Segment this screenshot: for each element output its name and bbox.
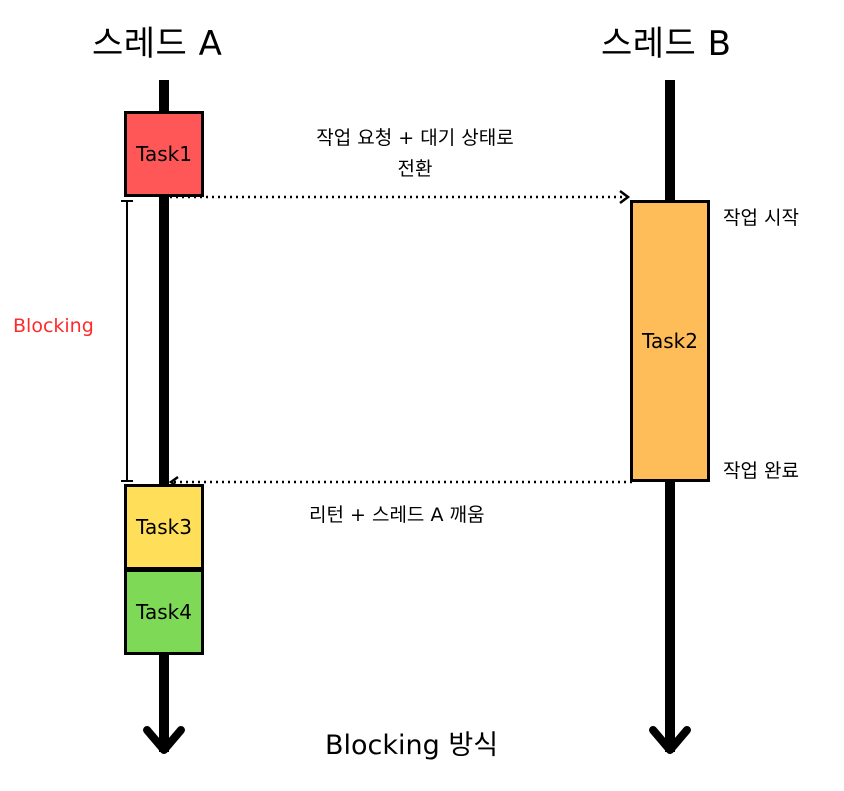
thread-a-lifeline bbox=[159, 80, 169, 752]
request-message-line1: 작업 요청 + 대기 상태로 bbox=[316, 127, 514, 149]
task3-box: Task3 bbox=[124, 484, 204, 570]
request-message-line2: 전환 bbox=[397, 158, 433, 180]
thread-b-arrowhead bbox=[649, 726, 691, 754]
task3-label: Task3 bbox=[136, 515, 192, 539]
thread-a-title: 스레드 A bbox=[92, 24, 223, 64]
return-message: 리턴 + 스레드 A 깨움 bbox=[309, 504, 485, 526]
work-done-label: 작업 완료 bbox=[723, 460, 799, 482]
thread-b-title: 스레드 B bbox=[601, 24, 732, 64]
work-start-label: 작업 시작 bbox=[723, 207, 799, 229]
task2-box: Task2 bbox=[630, 200, 710, 482]
thread-a-arrowhead bbox=[143, 726, 185, 754]
request-arrow-head bbox=[619, 190, 631, 204]
task2-label: Task2 bbox=[642, 329, 698, 353]
task1-box: Task1 bbox=[124, 111, 204, 197]
task4-box: Task4 bbox=[124, 569, 204, 655]
diagram-caption: Blocking 방식 bbox=[325, 730, 499, 761]
request-message: 작업 요청 + 대기 상태로 전환 bbox=[290, 123, 540, 181]
blocking-label: Blocking bbox=[13, 315, 94, 337]
task4-label: Task4 bbox=[136, 600, 192, 624]
task1-label: Task1 bbox=[136, 142, 192, 166]
